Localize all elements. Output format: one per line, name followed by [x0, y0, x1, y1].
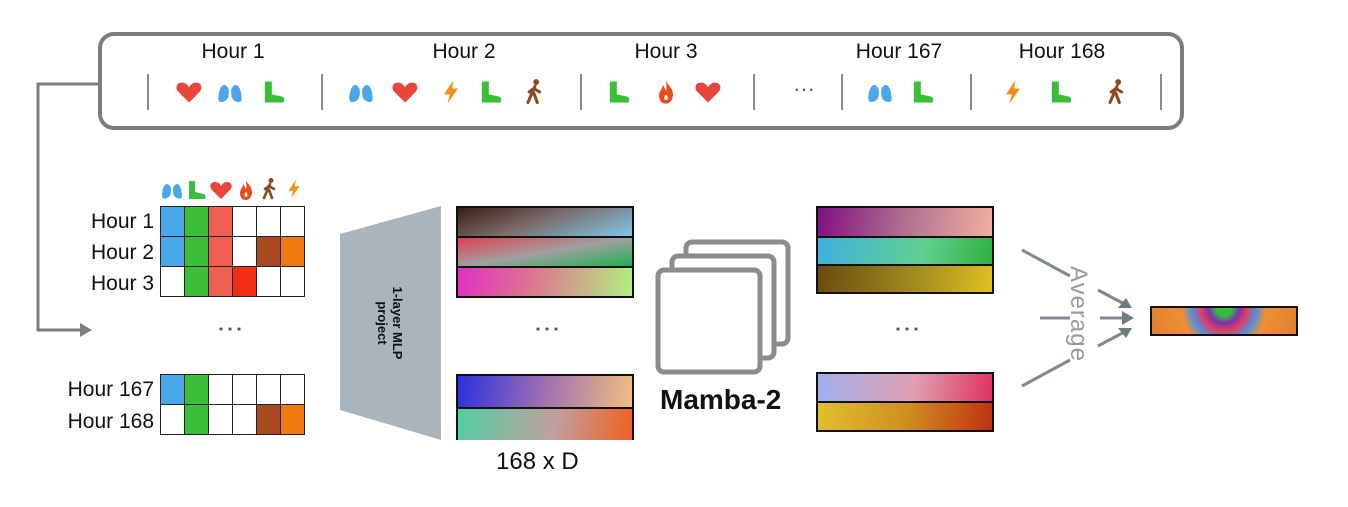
walking-icon — [258, 176, 282, 202]
boot-icon — [476, 78, 504, 106]
heart-icon — [175, 78, 203, 106]
output-bottom — [816, 372, 994, 432]
average-arrows — [1021, 248, 1134, 388]
matrix-row — [160, 236, 305, 267]
lightning-icon — [437, 78, 465, 106]
mamba-label: Mamba-2 — [660, 384, 782, 415]
lightning-icon — [999, 78, 1027, 106]
output-row — [818, 238, 992, 266]
embedding-bottom — [456, 374, 634, 440]
boot-icon — [908, 78, 936, 106]
event-matrix-top — [160, 206, 305, 297]
matrix-row-label: Hour 167 — [67, 378, 154, 401]
walking-icon — [521, 78, 549, 106]
matrix-row-label: Hour 3 — [90, 272, 154, 295]
output-row — [818, 374, 992, 403]
output-row — [818, 403, 992, 430]
mlp-label: 1-layer MLP project — [375, 273, 405, 373]
lungs-icon — [347, 78, 375, 106]
matrix-row-label: Hour 168 — [67, 410, 154, 433]
output-ellipsis: ⋮ — [893, 316, 923, 344]
lightning-icon — [283, 177, 305, 201]
matrix-row — [160, 266, 305, 297]
event-timeline — [98, 32, 1184, 130]
embedding-row — [458, 268, 632, 296]
timeline-separator — [841, 74, 843, 110]
timeline-separator — [753, 74, 755, 110]
averaged-embedding — [1150, 306, 1298, 336]
output-row — [818, 266, 992, 292]
heart-icon — [209, 178, 233, 202]
timeline-separator — [580, 74, 582, 110]
flame-icon — [652, 78, 680, 106]
timeline-separator — [970, 74, 972, 110]
lungs-icon — [160, 178, 184, 202]
output-row — [818, 208, 992, 238]
boot-icon — [604, 78, 632, 106]
embedding-row — [458, 208, 632, 238]
boot-icon — [259, 78, 287, 106]
timeline-hour-3-label: Hour 3 — [634, 40, 698, 63]
matrix-row-label: Hour 2 — [90, 241, 154, 264]
output-top — [816, 206, 994, 294]
embedding-dimension-label: 168 x D — [496, 448, 579, 475]
lungs-icon — [216, 78, 244, 106]
matrix-ellipsis: ⋮ — [216, 316, 246, 344]
event-matrix-bottom — [160, 374, 305, 435]
lungs-icon — [866, 78, 894, 106]
timeline-ellipsis: ··· — [793, 76, 815, 101]
heart-icon — [694, 78, 722, 106]
timeline-separator — [1160, 74, 1162, 110]
mlp-projection-block — [340, 206, 441, 440]
embedding-row — [458, 238, 632, 268]
timeline-hour-167-label: Hour 167 — [855, 40, 943, 63]
flame-icon — [234, 178, 258, 202]
average-label: Average — [1065, 266, 1092, 362]
walking-icon — [1103, 78, 1131, 106]
embedding-row — [458, 376, 632, 409]
boot-icon — [1046, 78, 1074, 106]
matrix-row-label: Hour 1 — [90, 210, 154, 233]
embedding-top — [456, 206, 634, 298]
embedding-row — [458, 409, 632, 440]
matrix-row — [160, 206, 305, 237]
timeline-separator — [321, 74, 323, 110]
timeline-separator — [147, 74, 149, 110]
embedding-ellipsis: ⋮ — [533, 316, 563, 344]
boot-icon — [184, 178, 208, 202]
matrix-row — [160, 404, 305, 435]
matrix-row — [160, 374, 305, 405]
timeline-hour-1-label: Hour 1 — [201, 40, 265, 63]
mlp-label-line1: 1-layer MLP — [390, 286, 405, 360]
timeline-hour-2-label: Hour 2 — [432, 40, 496, 63]
timeline-hour-168-label: Hour 168 — [1018, 40, 1106, 63]
heart-icon — [391, 78, 419, 106]
mlp-label-line2: project — [375, 301, 390, 345]
mamba-layers-icon — [655, 239, 791, 375]
